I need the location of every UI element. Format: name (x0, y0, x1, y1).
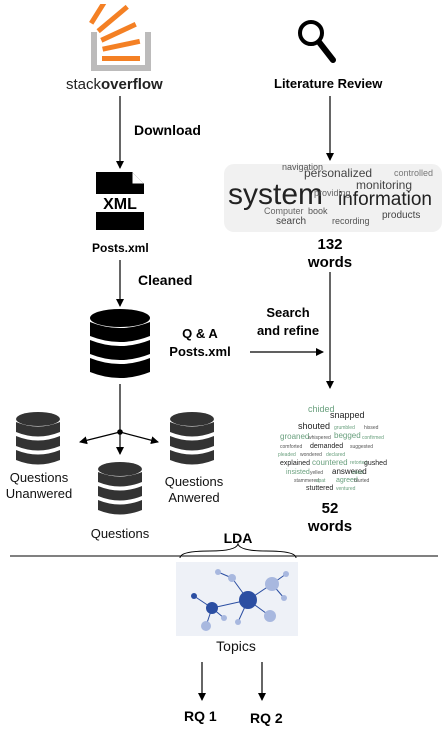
label-cleaned: Cleaned (138, 272, 193, 288)
label-rq1: RQ 1 (184, 708, 217, 724)
cloud-word: agreed (336, 477, 358, 484)
xml-file-icon: XML (94, 172, 146, 230)
stackoverflow-logo-icon (89, 0, 151, 71)
cloud-word: ventured (336, 486, 356, 492)
cloud-word: personalized (304, 166, 372, 180)
cloud-word: system (228, 178, 323, 211)
cloud-word: wondered (300, 452, 322, 458)
cloud-word: cried (352, 470, 363, 476)
database-answered-icon (170, 412, 214, 465)
cloud-word: comforted (280, 444, 302, 450)
label-literature-review: Literature Review (274, 76, 383, 91)
cloud-word: providing (314, 188, 351, 198)
cloud-word: insisted (286, 469, 310, 476)
cloud-word: spat (316, 478, 326, 484)
magnifier-icon (298, 20, 336, 63)
cloud-word: chided (308, 404, 335, 414)
cloud-word: suggested (350, 444, 373, 450)
cloud-word: products (382, 210, 420, 221)
stackoverflow-logo: stackoverflow (66, 0, 176, 98)
cloud-word: grumbled (334, 425, 355, 431)
cloud-word: yelled (310, 470, 323, 476)
cloud-word: groaned (280, 432, 309, 441)
cloud-word: demanded (310, 443, 343, 450)
xml-icon-text: XML (103, 196, 137, 213)
cloud-word: declared (326, 452, 345, 458)
label-52-words: 52 words (307, 500, 353, 535)
label-search-refine: Search and refine (256, 305, 320, 338)
label-lda: LDA (223, 530, 253, 546)
label-questions-answered: Questions Anwered (164, 474, 224, 505)
wordcloud-refined: chided snapped shouted grumbled hissed g… (278, 404, 387, 492)
label-rq2: RQ 2 (250, 710, 283, 726)
cloud-word: countered (312, 458, 348, 467)
cloud-word: search (276, 216, 306, 227)
label-download: Download (134, 122, 201, 138)
topics-network-icon (176, 562, 298, 636)
arrow-to-answered (119, 431, 159, 445)
cloud-word: retorted (350, 460, 367, 466)
cloud-word: stuttered (306, 485, 333, 492)
label-questions: Questions (90, 526, 150, 541)
cloud-word: answered (332, 467, 367, 476)
cloud-word: begged (334, 431, 361, 440)
label-posts-xml: Posts.xml (92, 241, 149, 255)
cloud-word: explained (280, 460, 310, 467)
database-unanswered-icon (16, 412, 60, 465)
cloud-word: confirmed (362, 435, 384, 441)
arrow-to-unanswered (79, 431, 121, 445)
label-qa-posts: Q & A Posts.xml (169, 326, 231, 359)
cloud-word: hissed (364, 425, 379, 431)
label-132-words: 132 words (307, 236, 353, 271)
cloud-word: snapped (330, 410, 365, 420)
lda-brace (179, 542, 297, 559)
wordcloud-literature: personalized navigation monitoring contr… (224, 162, 442, 232)
cloud-word: blurted (354, 478, 370, 484)
stackoverflow-wordmark: stackoverflow (66, 76, 163, 93)
database-questions-icon (98, 462, 142, 515)
cloud-word: monitoring (356, 178, 412, 192)
cloud-word: gushed (364, 460, 387, 467)
cloud-word: recording (332, 216, 370, 226)
cloud-word: shouted (298, 421, 330, 431)
cloud-word: pleaded (278, 452, 296, 458)
cloud-word: Computer (264, 206, 304, 216)
cloud-word: whispered (308, 435, 331, 441)
label-questions-unanswered: Questions Unanwered (5, 470, 73, 501)
cloud-word: controlled (394, 168, 433, 178)
cloud-word: stammered (294, 478, 319, 484)
cloud-word: navigation (282, 162, 323, 172)
label-topics: Topics (216, 638, 256, 654)
cloud-word: book (308, 206, 328, 216)
cloud-word: information (338, 189, 432, 210)
database-icon (90, 309, 150, 378)
